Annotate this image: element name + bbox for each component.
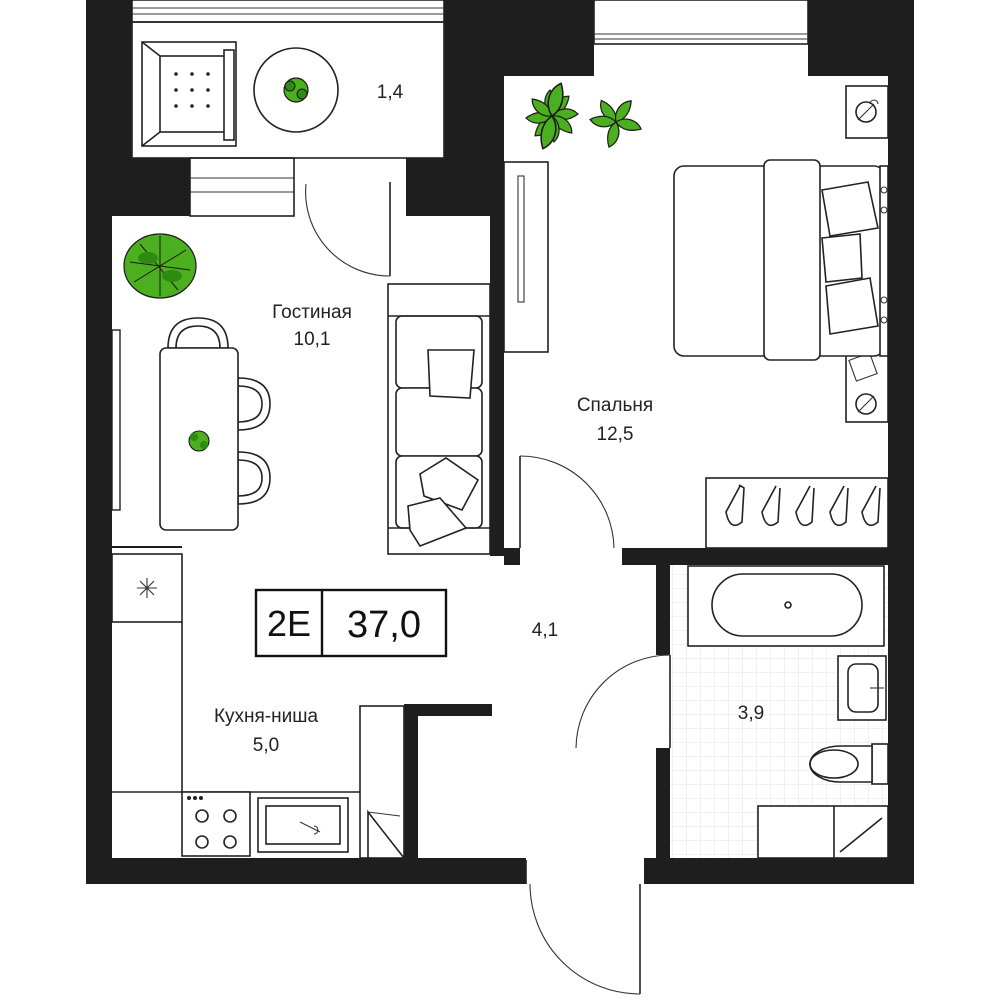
kitchen-area-label: 5,0: [253, 735, 279, 756]
kitchen-name-label: Кухня-ниша: [214, 706, 319, 727]
armchair-icon: [141, 41, 237, 147]
balcony-door-window: [189, 157, 295, 217]
stove-icon: [181, 791, 251, 857]
balcony-window: [131, 0, 445, 23]
wardrobe-icon: [503, 161, 549, 353]
bathroom-area-label: 3,9: [738, 703, 764, 724]
cabinet-icon: [359, 705, 405, 859]
kitchen-sink-icon: [257, 797, 349, 853]
plant-icon: [525, 80, 579, 152]
walls: [86, 0, 914, 884]
bathtub-icon: [687, 565, 885, 647]
door-icon: [575, 654, 671, 749]
fridge-icon: [111, 553, 183, 623]
toilet-icon: [809, 743, 889, 785]
door-icon: [525, 860, 641, 995]
door-icon: [305, 182, 391, 277]
plant-icon: [188, 430, 210, 452]
bedroom-window: [593, 0, 809, 45]
apartment-badge: 2E 37,0: [254, 588, 448, 658]
bedroom-area-label: 12,5: [597, 424, 634, 445]
round-table-icon: [253, 47, 339, 133]
apartment-type-code: 2E: [267, 603, 311, 644]
plant-icon: [588, 96, 644, 150]
living-window: [111, 329, 121, 511]
living-room-name-label: Гостиная: [272, 302, 352, 323]
dining-table-icon: [159, 317, 271, 531]
apartment-total-area: 37,0: [347, 604, 421, 646]
sofa-icon: [387, 283, 491, 555]
door-icon: [519, 455, 615, 549]
plant-icon: [123, 233, 197, 299]
bed-icon: [673, 159, 889, 361]
hanger-icon: [725, 484, 881, 527]
plant-icon: [283, 77, 309, 103]
nightstand-icon: [845, 85, 889, 139]
nightstand-icon: [845, 349, 889, 423]
wardrobe-icon: [705, 477, 889, 549]
cabinet-icon: [757, 805, 889, 859]
sink-icon: [837, 655, 887, 721]
hall-area-label: 4,1: [532, 620, 558, 641]
bedroom-name-label: Спальня: [577, 395, 653, 416]
balcony-area-label: 1,4: [377, 82, 404, 103]
living-room-area-label: 10,1: [294, 329, 331, 350]
